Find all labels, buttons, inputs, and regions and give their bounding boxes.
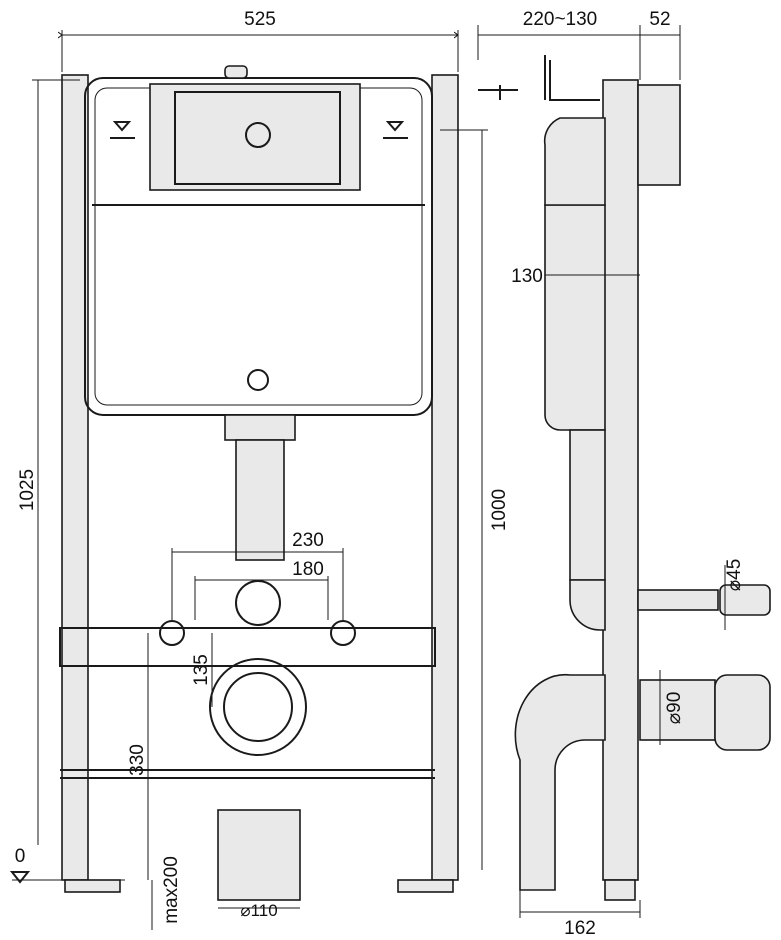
right-post bbox=[431, 74, 459, 881]
dimensions: 525 220~130 52 1025 1000 130 230 180 135… bbox=[9, 9, 745, 939]
flush-valve-icon bbox=[245, 122, 271, 148]
floor-level-icon bbox=[9, 871, 31, 884]
wall-plate bbox=[602, 79, 639, 881]
flush-pipe bbox=[235, 439, 285, 561]
dim-frame-height: 1000 bbox=[489, 489, 510, 531]
dim-tank-depth: 130 bbox=[511, 266, 543, 287]
dim-pipe-spacing-outer: 230 bbox=[292, 530, 324, 551]
outlet-connector bbox=[714, 674, 771, 751]
dim-floor-level: 0 bbox=[15, 846, 26, 867]
left-post bbox=[61, 74, 89, 881]
water-level-icon bbox=[112, 121, 405, 132]
dim-inlet-height: 135 bbox=[191, 654, 212, 686]
cistern-side bbox=[544, 204, 606, 431]
outlet-pipe bbox=[209, 658, 307, 756]
dim-base-depth: 162 bbox=[564, 918, 596, 939]
front-view bbox=[59, 65, 459, 901]
dim-total-height: 1025 bbox=[17, 469, 38, 511]
crossbar bbox=[59, 627, 436, 667]
outlet-elbow bbox=[514, 673, 606, 891]
dim-foot-adjust: max200 bbox=[161, 856, 182, 924]
dim-plate-depth: 52 bbox=[649, 9, 670, 30]
dim-pipe-spacing-inner: 180 bbox=[292, 559, 324, 580]
side-view bbox=[478, 55, 771, 901]
dim-depth-range: 220~130 bbox=[523, 9, 598, 30]
plate-flange bbox=[637, 84, 681, 186]
dim-outlet-height: 330 bbox=[127, 744, 148, 776]
inlet-connector bbox=[719, 584, 771, 616]
inlet-pipe bbox=[235, 580, 281, 626]
drain-pipe bbox=[217, 809, 301, 901]
dim-outlet-diameter: ⌀90 bbox=[664, 692, 685, 725]
dim-drain-diameter: ⌀110 bbox=[240, 901, 277, 920]
dim-inlet-diameter: ⌀45 bbox=[724, 559, 745, 592]
access-panel bbox=[149, 83, 361, 191]
dim-width: 525 bbox=[244, 9, 276, 30]
